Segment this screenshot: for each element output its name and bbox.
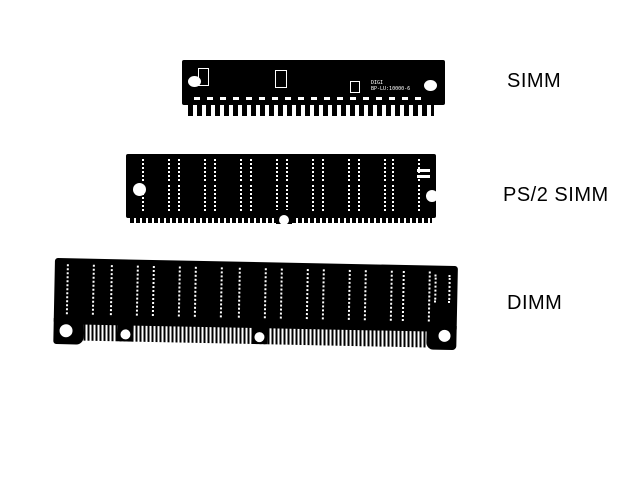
memory-chip-icon: [363, 270, 393, 321]
simm-label: SIMM: [507, 70, 562, 92]
memory-chip-icon: [358, 159, 386, 181]
memory-chip-icon: [109, 265, 139, 316]
dimm-module-photo: [53, 258, 458, 356]
ps2-simm-board: [126, 154, 438, 218]
memory-chip-icon: [178, 159, 206, 181]
memory-chip-icon: [214, 185, 242, 211]
mounting-hole-icon: [424, 80, 437, 91]
memory-chip-icon: [279, 268, 309, 320]
memory-chip-icon: [142, 185, 170, 211]
mounting-hole-icon: [188, 76, 201, 87]
edge-connector-pins: [188, 105, 434, 116]
simm-module-photo: DIGI BP-LU:10000-6: [182, 59, 445, 117]
memory-chip-icon: [434, 274, 451, 303]
simm-silkscreen-print: DIGI BP-LU:10000-6: [371, 80, 410, 92]
jumper-pad-icon: [417, 169, 430, 172]
memory-chip-icon: [392, 185, 420, 211]
memory-chip-icon: [142, 159, 170, 181]
mounting-hole-icon: [426, 190, 438, 202]
key-notch-icon: [279, 215, 289, 225]
jumper-pad-icon: [417, 175, 430, 178]
memory-chip-icon: [321, 269, 351, 320]
simm-board: DIGI BP-LU:10000-6: [182, 60, 445, 105]
memory-chip-icon: [350, 81, 360, 93]
simm-print-line2: BP-LU:10000-6: [371, 86, 411, 92]
ps2-simm-label: PS/2 SIMM: [503, 184, 609, 206]
ps2-simm-module-photo: [126, 154, 438, 230]
memory-chip-icon: [392, 159, 420, 181]
memory-chip-icon: [178, 185, 206, 211]
memory-chip-icon: [322, 185, 350, 211]
memory-chip-icon: [250, 159, 278, 181]
memory-chip-icon: [65, 264, 95, 315]
memory-chip-icon: [286, 185, 314, 211]
memory-chip-icon: [358, 185, 386, 211]
memory-chip-icon: [275, 70, 287, 88]
solder-pads-row: [194, 97, 424, 100]
memory-chip-icon: [237, 267, 267, 319]
memory-chip-icon: [322, 159, 350, 181]
memory-chip-icon: [401, 270, 431, 322]
memory-chip-icon: [286, 159, 314, 181]
memory-chip-icon: [198, 68, 209, 86]
memory-chip-icon: [214, 159, 242, 181]
memory-chip-icon: [193, 266, 223, 318]
simm-print-line1: DIGI: [371, 80, 384, 86]
memory-chip-icon: [250, 185, 278, 211]
memory-chip-icon: [151, 265, 181, 317]
dimm-label: DIMM: [507, 292, 563, 314]
